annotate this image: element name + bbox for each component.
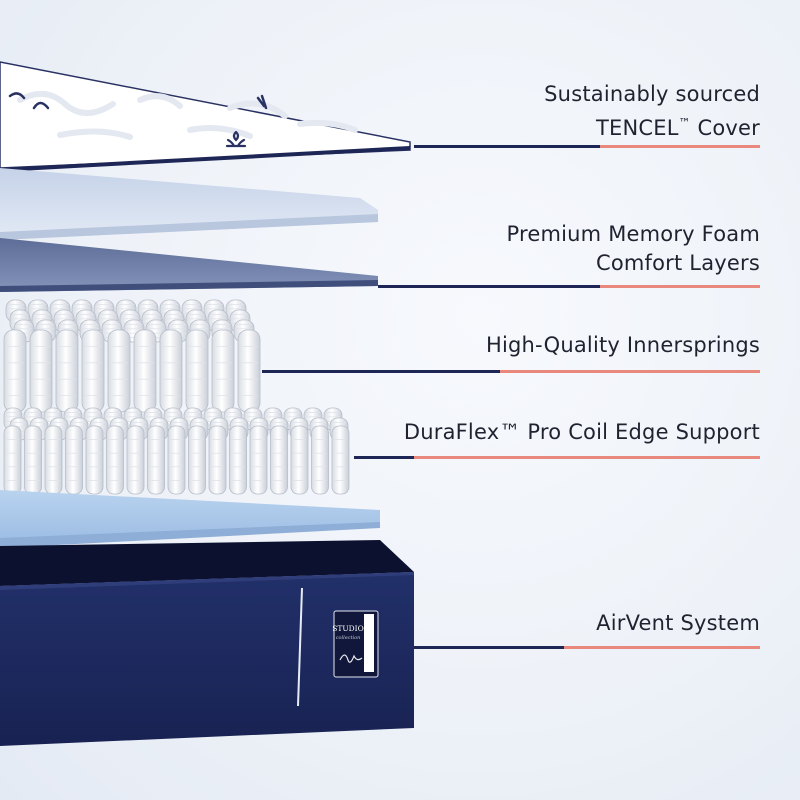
callout-rule-cover [414,145,760,148]
coil-spring [107,329,131,413]
memory-foam-layers [0,168,378,292]
callout-label-edge: DuraFlex™ Pro Coil Edge Support [404,418,760,447]
coil-spring [229,425,247,495]
callout-label-springs: High-Quality Innersprings [486,331,760,360]
coil-spring [249,425,268,495]
coil-spring [311,425,329,495]
base-foam-layer [0,490,380,548]
tag-studio-text: STUDIO [332,624,364,633]
coil-spring [208,425,227,495]
callout-rule-airvent [414,646,760,649]
studio-collection-tag: STUDIO collection [332,610,379,678]
coil-spring [270,425,288,495]
callout-rule-foam [378,285,760,288]
coil-spring [211,329,235,413]
callout-foam-line2: Comfort Layers [595,251,760,275]
callout-springs-line1: High-Quality Innersprings [485,333,760,357]
callout-label-cover: Sustainably sourced TENCEL™ Cover [544,80,760,143]
airvent-base: STUDIO collection [0,540,414,746]
tag-collection-text: collection [336,635,361,641]
callout-airvent-line1: AirVent System [596,611,760,635]
coil-spring [290,425,309,495]
callout-cover-line1: Sustainably sourced [544,82,760,106]
coil-spring [55,329,79,413]
cover-layer [0,61,411,172]
coil-spring [147,425,165,495]
callout-rule-springs [262,370,760,373]
callout-foam-line1: Premium Memory Foam [506,222,760,246]
coil-spring [188,425,206,495]
coil-spring [44,425,63,495]
coil-spring [106,425,124,495]
coil-spring [85,425,104,495]
callout-label-foam: Premium Memory Foam Comfort Layers [506,220,760,278]
fleur-de-lis-icon [225,130,247,148]
coil-spring [29,329,53,413]
coil-spring [167,425,186,495]
trademark-symbol: ™ [678,116,691,130]
coil-spring [3,329,27,413]
callout-rule-edge [354,456,760,459]
coil-spring [24,425,42,495]
innerspring-coils [3,299,350,495]
coil-spring [159,329,183,413]
coil-spring [133,329,157,413]
cover-text: Cover [690,116,760,140]
callout-label-airvent: AirVent System [596,609,760,638]
coil-spring [65,425,83,495]
tencel-text: TENCEL [595,116,679,140]
callout-edge-line1: DuraFlex™ Pro Coil Edge Support [403,420,760,444]
coil-spring [3,425,22,495]
callout-cover-line2: TENCEL™ Cover [544,109,760,143]
coil-spring [331,425,350,495]
coil-spring [185,329,209,413]
coil-spring [126,425,145,495]
coil-spring [237,329,261,413]
coil-spring [81,329,105,413]
